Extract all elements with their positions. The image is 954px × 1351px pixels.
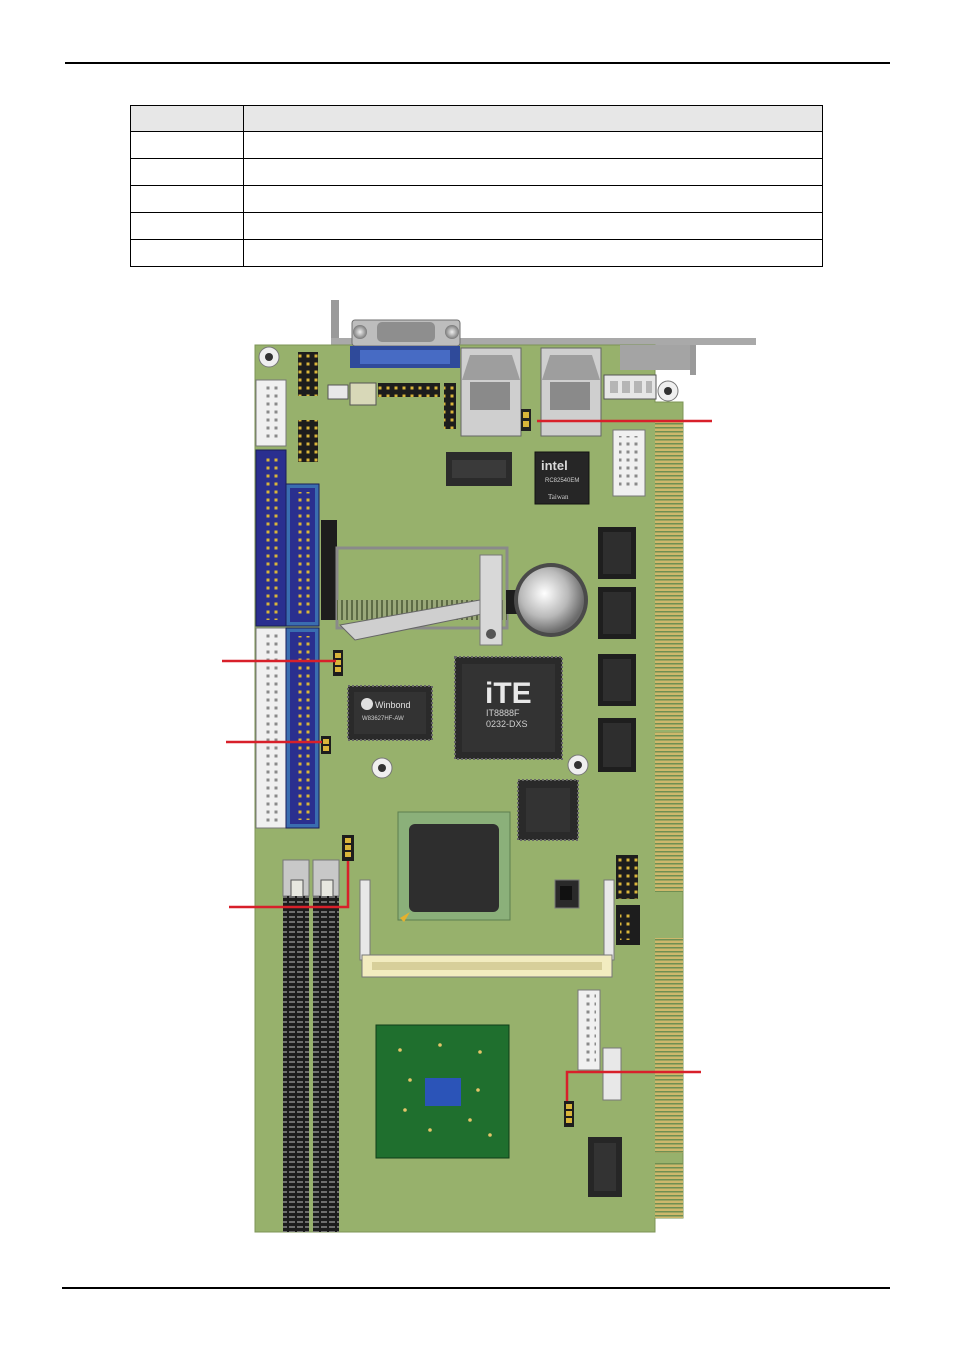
- ide-connector-3: [285, 627, 320, 829]
- ite-chip: iTE IT8888F 0232-DXS: [454, 656, 563, 760]
- fdd-connector: [255, 627, 287, 829]
- jumper-4: [564, 1101, 574, 1127]
- jumper-3: [342, 835, 354, 861]
- winbond-logo-text: Winbond: [375, 700, 411, 710]
- sodimm-slot: [359, 879, 615, 978]
- callout-line-jumper-3: [229, 861, 350, 909]
- isa-gold-fingers: [655, 420, 683, 1218]
- white-connector-small: [602, 1047, 622, 1101]
- table-header-row: [130, 105, 823, 132]
- sram-chip: [598, 587, 636, 639]
- table-row: [130, 185, 823, 213]
- cmos-battery: [506, 563, 588, 637]
- jumper-1: [333, 650, 343, 676]
- cf-slot: [321, 520, 509, 646]
- bottom-chip: [588, 1137, 622, 1197]
- table-cell: [130, 239, 244, 267]
- intel-origin-text: Taiwan: [548, 493, 569, 501]
- mounting-hole: [258, 346, 280, 368]
- pin-header-row: [378, 383, 440, 397]
- mounting-hole: [657, 380, 679, 402]
- intel-logo-text: intel: [541, 458, 568, 473]
- footer-rule: [62, 1287, 890, 1289]
- callout-line-jumper-4: [565, 1070, 701, 1101]
- table-row: [130, 239, 823, 267]
- sram-chip: [598, 718, 636, 772]
- cpu-package: [375, 1024, 510, 1159]
- table-header-cell: [130, 105, 244, 132]
- table-header-cell: [243, 105, 823, 132]
- ite-model-text: IT8888F: [486, 708, 520, 718]
- pin-header-vertical: [444, 383, 456, 429]
- white-header-right: [612, 429, 646, 497]
- dimm-slot-1: [282, 859, 310, 1232]
- mounting-hole: [567, 754, 589, 776]
- sram-chip: [598, 654, 636, 706]
- dimm-slot-2: [312, 859, 340, 1232]
- ide-connector-2: [285, 483, 320, 627]
- pin-header-b: [298, 420, 318, 462]
- ide-header-small: [577, 989, 601, 1071]
- eeprom-chip: [446, 452, 512, 486]
- winbond-chip: Winbond W83627HF-AW: [347, 685, 433, 741]
- jumper-2: [321, 736, 331, 754]
- bios-chip: [517, 779, 579, 841]
- table-cell: [243, 212, 823, 240]
- power-connector: [603, 374, 657, 400]
- pin-header-a: [298, 352, 318, 396]
- pin-header-right: [616, 855, 638, 899]
- sram-chip: [598, 527, 636, 579]
- intel-model-text: RC82540EM: [545, 478, 579, 484]
- mounting-hole: [371, 757, 393, 779]
- bracket-tab: [620, 345, 690, 370]
- table-cell: [243, 185, 823, 213]
- table-cell: [130, 212, 244, 240]
- header-rule: [65, 62, 890, 64]
- winbond-model-text: W83627HF-AW: [362, 716, 404, 722]
- table-cell: [243, 239, 823, 267]
- ite-logo-text: iTE: [485, 677, 532, 710]
- io-bracket: [331, 300, 756, 375]
- vga-connector: [350, 319, 461, 368]
- lan-jack-2: [540, 347, 602, 437]
- jumper-table: [130, 105, 823, 267]
- fan-connector: [327, 382, 377, 406]
- ite-code-text: 0232-DXS: [486, 719, 528, 729]
- table-cell: [130, 131, 244, 159]
- jumper-lan: [521, 409, 531, 431]
- ide-connector-1: [255, 449, 287, 627]
- intel-lan-chip: intel RC82540EM Taiwan: [534, 451, 590, 505]
- pin-header-right-2: [616, 905, 640, 945]
- small-chip: [554, 879, 580, 909]
- callout-lines: [222, 419, 712, 1101]
- chipset-northbridge: [397, 811, 511, 922]
- table-row: [130, 212, 823, 240]
- lan-jack-1: [460, 347, 522, 437]
- white-header-top: [255, 379, 287, 447]
